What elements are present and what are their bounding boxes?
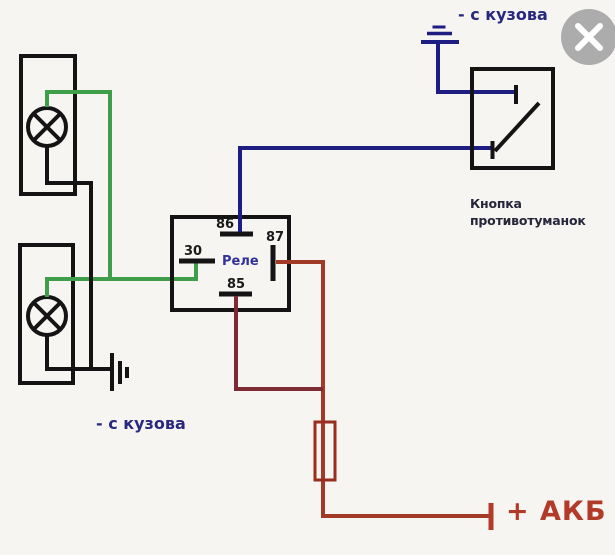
lamp-2-housing (18, 243, 75, 385)
wire-black-lamp1 (45, 146, 93, 369)
switch-label-line1: Кнопка (470, 196, 522, 211)
wire-green (45, 90, 198, 297)
switch-label-line2: противотуманок (470, 213, 586, 228)
wire-green-lamp1 (45, 90, 112, 279)
bottom-ground-label: - с кузова (96, 414, 186, 433)
lamp-2-bulb-cross (32, 301, 62, 331)
switch-outline (470, 67, 555, 170)
relay-label: Реле (222, 254, 259, 269)
wire-blue (238, 44, 516, 232)
top-ground-label: - с кузова (458, 5, 548, 24)
lamp-1-housing (19, 54, 77, 196)
wire-ground-black (45, 146, 112, 371)
switch-label: Кнопка противотуманок (470, 195, 586, 229)
battery-label: + АКБ (506, 496, 607, 527)
fog-lamp-2 (18, 243, 75, 385)
lamp-1-bulb-cross (32, 112, 62, 142)
relay-pin-87-label: 87 (266, 230, 285, 245)
switch-lever (493, 101, 541, 153)
fuse (313, 420, 337, 482)
ground-symbol-bottom-icon (110, 353, 129, 391)
wire-maroon-85 (234, 296, 323, 391)
wire-green-to-pin30 (45, 260, 198, 281)
relay-pin-85-label: 85 (227, 277, 246, 292)
fog-switch-box (470, 67, 555, 170)
ground-symbol-top-icon (421, 25, 459, 44)
wire-blue-86-to-switch (238, 146, 494, 232)
close-button[interactable] (561, 9, 615, 65)
close-icon (575, 23, 603, 51)
relay-pin-30-label: 30 (184, 244, 203, 259)
wire-blue-switch-to-ground (436, 44, 516, 94)
relay-pin-86-label: 86 (216, 217, 235, 232)
